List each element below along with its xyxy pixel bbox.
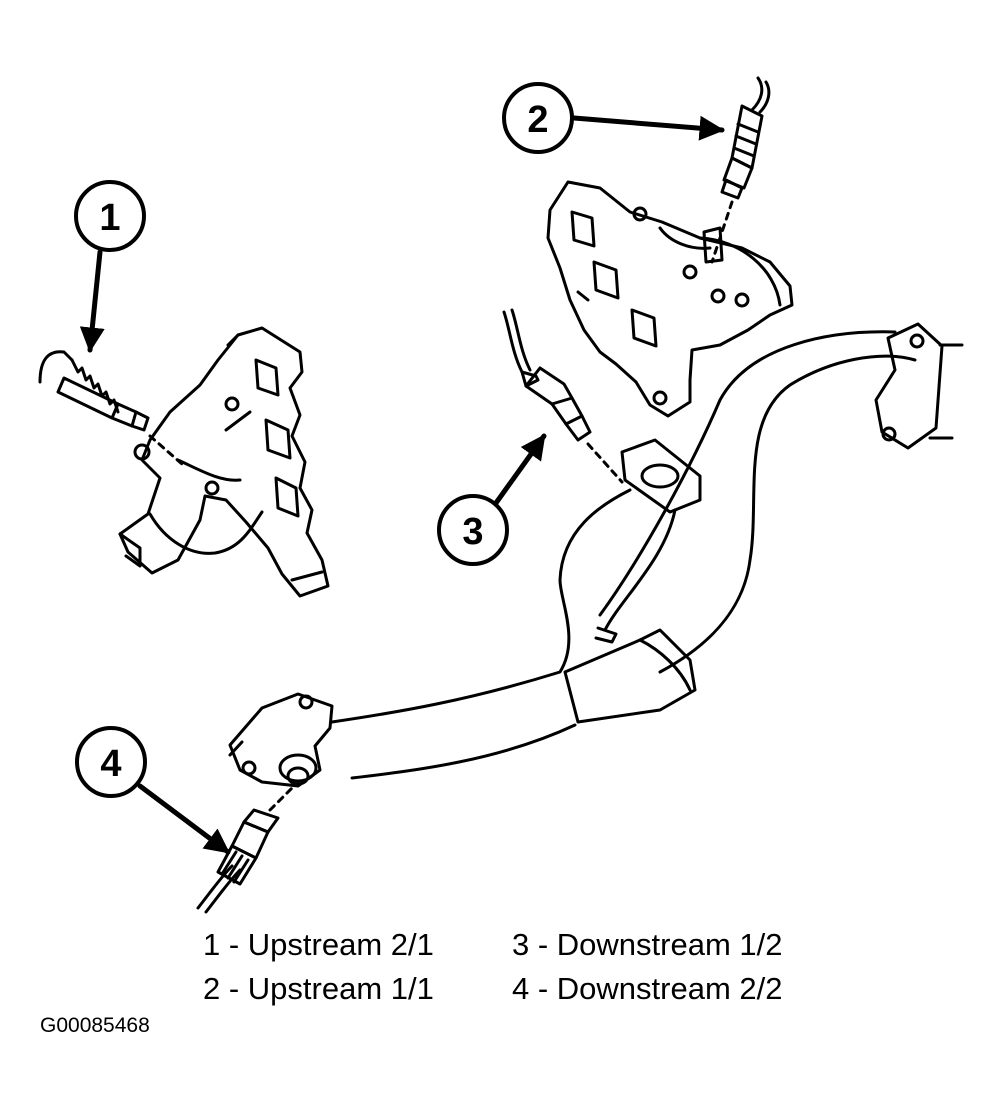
callout-3-number: 3	[462, 511, 483, 553]
sensor-3-guide-line	[586, 442, 624, 484]
callout-3-arrow	[493, 433, 547, 506]
sensor-1-guide-line	[148, 434, 184, 466]
callout-4-arrow	[137, 783, 231, 855]
legend-right-column: 3 - Downstream 1/2 4 - Downstream 2/2	[512, 923, 783, 1011]
sensor-4-downstream-2-2	[196, 808, 280, 914]
legend-left-column: 1 - Upstream 2/1 2 - Upstream 1/1	[203, 923, 434, 1011]
y-pipe	[228, 322, 964, 788]
callout-1	[74, 180, 146, 353]
figure-id: G00085468	[40, 1014, 150, 1037]
callout-3	[437, 433, 547, 566]
callout-4-number: 4	[100, 743, 121, 785]
left-exhaust-manifold	[118, 326, 330, 598]
callout-1-arrow	[79, 249, 105, 353]
sensor-4-guide-line	[268, 782, 298, 812]
sensor-2-upstream-1-1	[720, 76, 771, 200]
callout-2	[502, 82, 725, 154]
sensor-3-downstream-1-2	[502, 308, 592, 442]
legend-item-3: 3 - Downstream 1/2	[512, 927, 783, 962]
legend-item-4: 4 - Downstream 2/2	[512, 971, 783, 1006]
callout-4	[75, 726, 231, 855]
legend-item-1: 1 - Upstream 2/1	[203, 927, 434, 962]
right-exhaust-manifold	[546, 180, 794, 418]
callout-2-number: 2	[527, 99, 548, 141]
callout-2-arrow	[571, 115, 725, 141]
legend-item-2: 2 - Upstream 1/1	[203, 971, 434, 1006]
sensor-1-upstream-2-1	[38, 350, 150, 432]
sensor-2-guide-line	[710, 200, 734, 264]
callout-1-number: 1	[99, 197, 120, 239]
